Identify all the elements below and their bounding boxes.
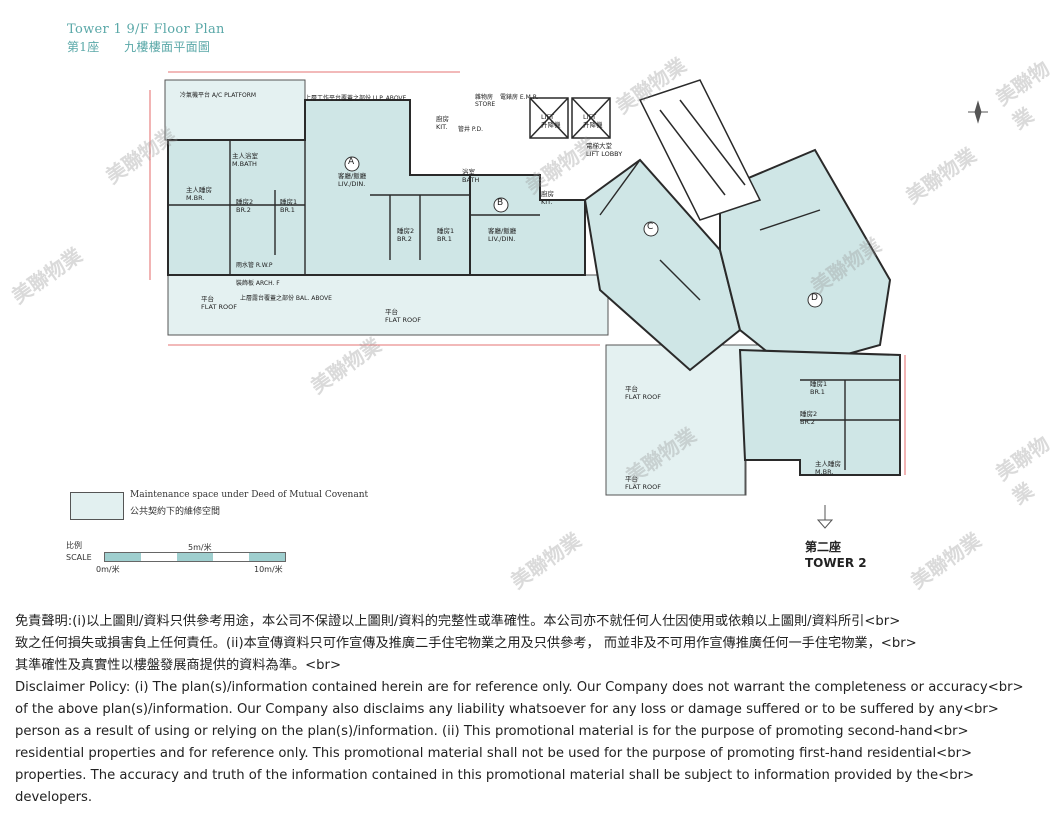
scale-bar: 比例 SCALE 5m/米 0m/米 10m/米 <box>66 540 296 580</box>
tower2-label-zh: 第二座 <box>805 540 842 554</box>
scale-bar-graphic <box>104 552 286 562</box>
disclaimer-text: 免責聲明:(i)以上圖則/資料只供參考用途，本公司不保證以上圖則/資料的完整性或… <box>15 611 1055 809</box>
north-arrow-icon <box>968 100 988 124</box>
disclaimer-en-line: Disclaimer Policy: (i) The plan(s)/infor… <box>15 680 1024 695</box>
unit-label: D <box>811 293 818 303</box>
disclaimer-en-line: properties. The accuracy and truth of th… <box>15 768 975 783</box>
scale-label-en: SCALE <box>66 553 92 562</box>
disclaimer-en-line: person as a result of using or relying o… <box>15 724 969 739</box>
interior-walls <box>168 140 900 470</box>
plan-title-en: Tower 1 9/F Floor Plan <box>67 22 225 37</box>
plan-note: 管井 P.D. <box>458 126 484 133</box>
legend-swatch <box>70 492 124 520</box>
disclaimer-en-line: of the above plan(s)/information. Our Co… <box>15 702 999 717</box>
scale-ten-label: 10m/米 <box>254 565 283 574</box>
floor-plan-drawing <box>149 71 988 529</box>
scale-mid-label: 5m/米 <box>188 543 212 552</box>
disclaimer-zh-line: 致之任何損失或損害負上任何責任。(ii)本宣傳資料只可作宣傳及推廣二手住宅物業之… <box>15 636 917 651</box>
floor-plan-image: Tower 1 9/F Floor Plan 第1座 九樓樓面平面圖 <box>7 22 1055 594</box>
unit-fills <box>167 99 901 476</box>
legend-text-en: Maintenance space under Deed of Mutual C… <box>130 490 369 500</box>
tower2-arrow-icon <box>816 505 834 529</box>
plan-note: 裝飾板 ARCH. F <box>236 280 280 287</box>
legend-text-zh: 公共契約下的維修空間 <box>130 507 221 517</box>
core-lifts-stairs <box>529 79 762 221</box>
dimension-lines <box>149 71 906 475</box>
plan-note: 上層露台覆蓋之部份 BAL. ABOVE <box>240 295 332 302</box>
tower2-label: 第二座 TOWER 2 <box>805 538 867 570</box>
disclaimer-en-line: developers. <box>15 790 93 805</box>
plan-title-zh: 第1座 九樓樓面平面圖 <box>67 40 211 54</box>
disclaimer-zh-line: 免責聲明:(i)以上圖則/資料只供參考用途，本公司不保證以上圖則/資料的完整性或… <box>15 614 901 629</box>
tower2-label-en: TOWER 2 <box>805 556 867 570</box>
plan-note: 電錶房 E.M.R. <box>500 94 539 101</box>
plan-note: 冷氣機平台 A/C PLATFORM <box>180 92 257 99</box>
unit-markers <box>344 156 823 308</box>
unit-label: C <box>647 222 654 232</box>
plan-note: 雨水管 R.W.P <box>236 262 273 269</box>
unit-label: B <box>497 198 504 208</box>
scale-zero-label: 0m/米 <box>96 565 120 574</box>
disclaimer-en-line: residential properties and for reference… <box>15 746 973 761</box>
plan-note: 雜物房 STORE <box>475 94 496 108</box>
plan-note: 上層工作平台覆蓋之部份 U.P. ABOVE <box>305 95 407 102</box>
scale-label-zh: 比例 <box>66 541 82 550</box>
unit-label: A <box>348 157 355 167</box>
disclaimer-zh-line: 其準確性及真實性以樓盤發展商提供的資料為準。<br> <box>15 658 342 673</box>
